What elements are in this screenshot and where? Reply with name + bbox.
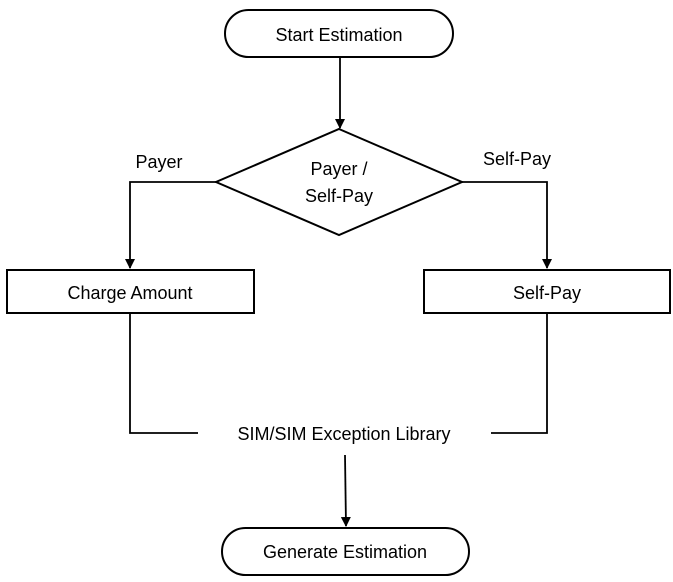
decision-label-line2: Self-Pay — [305, 186, 373, 206]
edge-label-payer: Payer — [135, 152, 182, 172]
connector-charge-amount-to-library — [129, 313, 198, 434]
generate-label: Generate Estimation — [263, 542, 427, 562]
decision-diamond — [213, 127, 465, 237]
charge-amount-box — [6, 269, 255, 314]
connector-self-pay-to-library — [491, 313, 548, 434]
decision-label-line1: Payer / — [310, 159, 367, 179]
self-pay-label: Self-Pay — [513, 283, 581, 303]
start-terminator — [224, 9, 454, 58]
edge-label-self-pay: Self-Pay — [483, 149, 551, 169]
connector-payer-branch — [125, 181, 216, 269]
arrow-library-to-generate — [340, 454, 351, 527]
start-label: Start Estimation — [275, 25, 402, 45]
connector-self-pay-branch — [462, 181, 552, 269]
library-label: SIM/SIM Exception Library — [237, 424, 450, 444]
charge-amount-label: Charge Amount — [67, 283, 192, 303]
generate-terminator — [221, 527, 470, 576]
